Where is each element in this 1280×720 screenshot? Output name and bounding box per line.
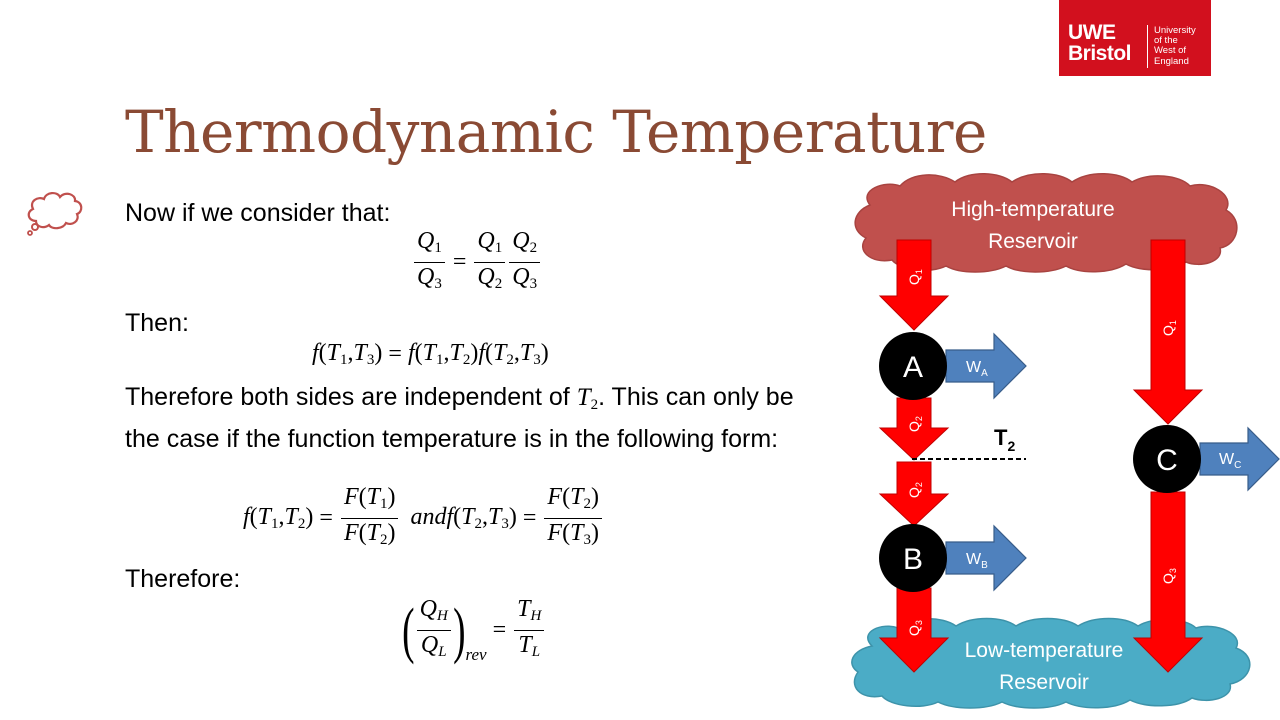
paragraph-part: . This can only be the case if the funct… bbox=[125, 383, 794, 453]
sub: 3 bbox=[434, 276, 442, 292]
q1-heat-arrow-to-a: Q1 bbox=[878, 239, 950, 331]
fraction: F(T2) F(T3) bbox=[544, 484, 602, 553]
work-arrow-b: WB bbox=[945, 524, 1027, 592]
fraction: TH TL bbox=[514, 596, 545, 665]
uwe-bristol-logo: UWE Bristol University of the West of En… bbox=[1059, 0, 1211, 76]
q-symbol: Q bbox=[477, 264, 495, 290]
work-sub: C bbox=[1234, 460, 1241, 471]
q-label: Q bbox=[906, 487, 922, 498]
svg-text:Q3: Q3 bbox=[906, 620, 924, 636]
q-sub: 1 bbox=[914, 269, 924, 274]
sub: 3 bbox=[529, 276, 538, 292]
q-symbol: Q bbox=[512, 228, 530, 254]
logo-university-line: University bbox=[1154, 25, 1196, 36]
work-arrow-c: WC bbox=[1199, 426, 1280, 492]
fraction: QH QL bbox=[416, 596, 451, 665]
work-label: W bbox=[966, 551, 982, 568]
sub: 2 bbox=[494, 276, 503, 292]
equation-function-product: f(T1,T3) = f(T1,T2)f(T2,T3) bbox=[312, 340, 549, 368]
logo-divider bbox=[1147, 25, 1148, 68]
high-reservoir-label: Reservoir bbox=[988, 230, 1078, 253]
thought-bubble-icon[interactable] bbox=[24, 188, 86, 238]
work-arrow-a: WA bbox=[945, 332, 1027, 400]
logo-university-line: England bbox=[1154, 55, 1189, 67]
engine-c-label: C bbox=[1156, 444, 1178, 477]
q-label: Q bbox=[1160, 325, 1176, 336]
q-sub: 2 bbox=[914, 482, 924, 487]
svg-text:Q1: Q1 bbox=[906, 269, 924, 285]
independence-paragraph: Therefore both sides are independent of … bbox=[125, 380, 795, 456]
engine-a-label: A bbox=[903, 351, 923, 384]
svg-text:WB: WB bbox=[966, 551, 988, 571]
then-text: Then: bbox=[125, 309, 189, 337]
equation-heat-ratio: Q1 Q3 = Q1 Q2 Q2 Q3 bbox=[412, 228, 542, 297]
sub: 1 bbox=[434, 240, 442, 256]
low-reservoir-label: Low-temperature bbox=[965, 639, 1124, 662]
slide-title: Thermodynamic Temperature bbox=[125, 98, 987, 166]
logo-line-2: Bristol bbox=[1068, 42, 1132, 65]
svg-text:Q1: Q1 bbox=[1160, 320, 1178, 336]
work-sub: A bbox=[981, 368, 988, 379]
q-label: Q bbox=[906, 625, 922, 636]
work-label: W bbox=[966, 359, 982, 376]
logo-university-line: West of bbox=[1154, 45, 1187, 57]
fraction: F(T1) F(T2) bbox=[340, 484, 399, 553]
q3-heat-arrow-from-b: Q3 bbox=[878, 587, 950, 673]
q-sub: 2 bbox=[914, 416, 924, 421]
q-symbol: Q bbox=[417, 228, 435, 254]
svg-text:Q2: Q2 bbox=[906, 482, 924, 498]
equation-function-form: f(T1,T2) = F(T1) F(T2) andf(T2,T3) = F(T… bbox=[243, 484, 604, 553]
work-label: W bbox=[1219, 451, 1235, 468]
svg-text:Q3: Q3 bbox=[1160, 568, 1178, 584]
svg-text:Q2: Q2 bbox=[906, 416, 924, 432]
and-word: and bbox=[410, 504, 447, 530]
fraction: Q1 Q2 bbox=[474, 228, 506, 297]
q-label: Q bbox=[906, 421, 922, 432]
low-reservoir-label: Reservoir bbox=[999, 671, 1089, 694]
q-symbol: Q bbox=[477, 228, 495, 254]
q-label: Q bbox=[1160, 573, 1176, 584]
intro-text: Now if we consider that: bbox=[125, 199, 391, 227]
t2-sub: 2 bbox=[1007, 438, 1015, 454]
logo-university-line: of the bbox=[1154, 35, 1178, 47]
engine-a: A bbox=[879, 332, 947, 400]
therefore-text: Therefore: bbox=[125, 565, 241, 593]
q2-heat-arrow-to-b: Q2 bbox=[878, 461, 950, 527]
high-temperature-reservoir: High-temperature Reservoir bbox=[854, 173, 1238, 273]
paragraph-part: Therefore both sides are independent of bbox=[125, 383, 577, 411]
logo-wordmark: UWE Bristol bbox=[1068, 21, 1132, 65]
logo-university-text: University of the West of England bbox=[1154, 25, 1196, 67]
q-label: Q bbox=[906, 274, 922, 285]
q-sub: 3 bbox=[914, 620, 924, 625]
fraction: Q1 Q3 bbox=[414, 228, 445, 297]
sub: 1 bbox=[494, 240, 503, 256]
q3-heat-arrow-from-c: Q3 bbox=[1132, 491, 1204, 673]
q-symbol: Q bbox=[417, 264, 435, 290]
equals-sign: = bbox=[452, 249, 467, 275]
logo-line-1: UWE bbox=[1068, 21, 1116, 44]
q-sub: 3 bbox=[1168, 568, 1178, 573]
engine-b-label: B bbox=[903, 543, 923, 576]
fraction: Q2 Q3 bbox=[509, 228, 541, 297]
work-sub: B bbox=[981, 560, 988, 571]
t2-inline: T2 bbox=[576, 384, 599, 413]
t2-label: T bbox=[994, 425, 1008, 450]
svg-text:T2: T2 bbox=[994, 425, 1015, 454]
q2-heat-arrow-from-a: Q2 bbox=[878, 397, 950, 461]
q1-heat-arrow-to-c: Q1 bbox=[1132, 239, 1204, 425]
q-sub: 1 bbox=[1168, 320, 1178, 325]
q-symbol: Q bbox=[512, 264, 530, 290]
engine-b: B bbox=[879, 524, 947, 592]
svg-text:WC: WC bbox=[1219, 451, 1241, 471]
engine-c: C bbox=[1133, 425, 1201, 493]
equation-temperature-ratio: ( QH QL ) rev = TH TL bbox=[398, 596, 546, 665]
high-reservoir-label: High-temperature bbox=[951, 198, 1114, 221]
heat-engine-diagram: High-temperature Reservoir Low-temperatu… bbox=[851, 173, 1280, 709]
sub: 2 bbox=[529, 240, 538, 256]
svg-text:WA: WA bbox=[966, 359, 988, 379]
